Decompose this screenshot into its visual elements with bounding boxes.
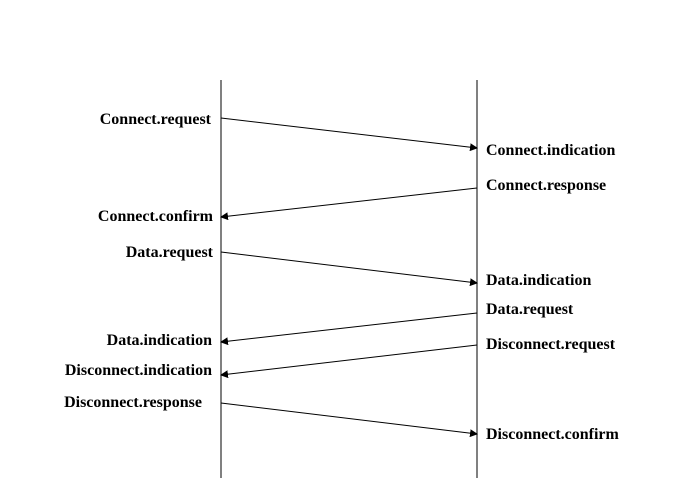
label-connect-request: Connect.request xyxy=(99,111,211,128)
label-data-indication-right: Data.indication xyxy=(486,272,592,289)
label-data-request-right: Data.request xyxy=(486,301,574,318)
label-connect-confirm: Connect.confirm xyxy=(97,208,213,225)
message-arrow-4 xyxy=(220,344,478,379)
message-arrow-3 xyxy=(220,312,478,346)
message-arrow-5 xyxy=(220,402,478,438)
message-arrow-2 xyxy=(220,251,478,287)
label-data-request-left: Data.request xyxy=(125,244,213,261)
label-disconnect-request: Disconnect.request xyxy=(486,336,616,353)
message-arrow-0 xyxy=(220,117,478,152)
label-connect-indication: Connect.indication xyxy=(486,142,616,159)
message-arrow-1 xyxy=(220,187,478,221)
label-disconnect-confirm: Disconnect.confirm xyxy=(486,426,619,443)
label-connect-response: Connect.response xyxy=(486,177,607,194)
label-disconnect-response: Disconnect.response xyxy=(64,394,202,411)
label-data-indication-left: Data.indication xyxy=(106,332,212,349)
label-disconnect-indication: Disconnect.indication xyxy=(64,362,212,379)
